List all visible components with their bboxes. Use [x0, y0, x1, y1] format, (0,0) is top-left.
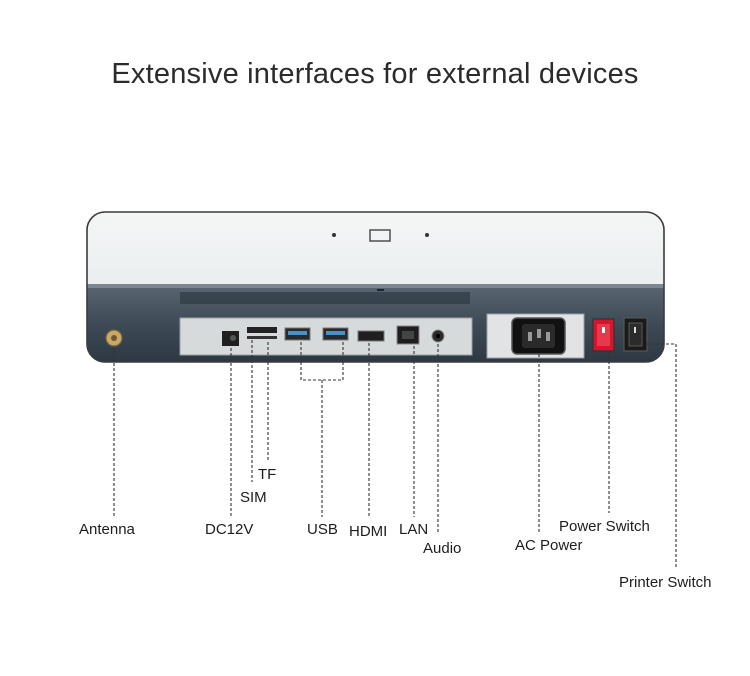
sim-slot-icon [247, 327, 277, 333]
label-power-switch: Power Switch [559, 518, 650, 535]
hdmi-port-icon [358, 331, 384, 341]
indicator-dot-left [332, 233, 336, 237]
label-tf: TF [258, 466, 276, 483]
indicator-dot-right [425, 233, 429, 237]
antenna-connector-icon [106, 330, 122, 346]
label-sim: SIM [240, 489, 267, 506]
label-printer-switch: Printer Switch [619, 574, 712, 591]
label-usb: USB [307, 521, 338, 538]
label-antenna: Antenna [79, 521, 135, 538]
label-ac-power: AC Power [515, 537, 583, 554]
label-audio: Audio [423, 540, 461, 557]
label-lan: LAN [399, 521, 428, 538]
tf-slot-icon [247, 336, 277, 339]
label-dc12v: DC12V [205, 521, 253, 538]
label-hdmi: HDMI [349, 523, 387, 540]
